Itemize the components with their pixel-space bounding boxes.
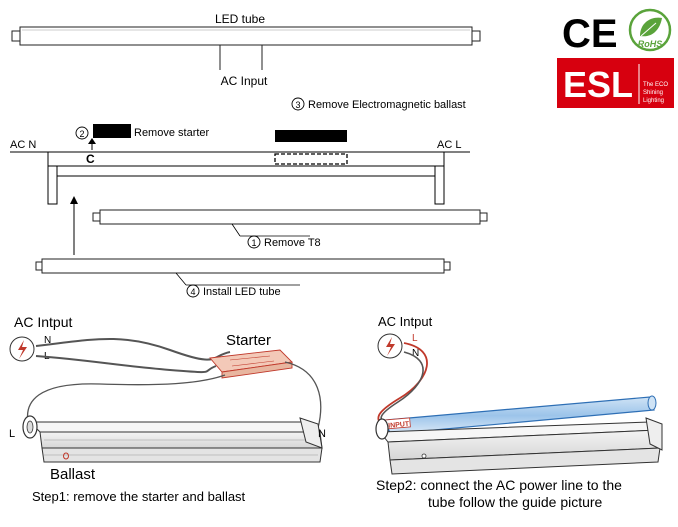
step1-wire-left xyxy=(26,374,226,431)
step3-text: Remove Electromagnetic ballast xyxy=(308,99,466,111)
esl-text: ESL xyxy=(563,64,633,105)
step2-ac-input-label: AC Intput xyxy=(378,314,433,329)
step1-ballast-marker xyxy=(63,452,69,460)
ac-input-connector xyxy=(219,45,263,70)
step1-right-n-label: N xyxy=(318,428,326,440)
step2-caption-line1: Step2: connect the AC power line to the xyxy=(376,477,622,493)
step1-number: 1 xyxy=(251,238,256,248)
step4-callout: 4 Install LED tube xyxy=(186,284,281,298)
step3-callout: 3 Remove Electromagnetic ballast xyxy=(291,97,466,111)
step3-number: 3 xyxy=(295,100,300,110)
step1-left-l-label: L xyxy=(9,428,15,440)
ce-logo: CE xyxy=(562,12,618,56)
esl-logo: ESL The ECO Shining Lighting xyxy=(557,58,674,108)
step1-ac-input-label: AC Intput xyxy=(14,314,72,330)
step2-fixture xyxy=(375,417,663,475)
install-led-tube xyxy=(35,258,451,274)
ce-mark: CE xyxy=(562,12,618,56)
step2-text: Remove starter xyxy=(134,127,210,139)
ac-input-label: AC Input xyxy=(221,74,268,88)
rohs-text: RoHS xyxy=(638,39,663,49)
step1-starter-label: Starter xyxy=(226,332,271,349)
fixture-body xyxy=(10,151,470,205)
step1-wire-l xyxy=(35,355,217,374)
step2-input-label: INPUT xyxy=(388,421,410,430)
ballast-block xyxy=(275,130,347,142)
ac-l-label: AC L xyxy=(437,139,461,151)
step2-l-label: L xyxy=(412,333,418,344)
step1-wire-right xyxy=(284,361,322,429)
step1-callout: 1 Remove T8 xyxy=(247,235,321,249)
top-led-tube xyxy=(11,26,481,46)
step4-number: 4 xyxy=(190,287,195,297)
step1-text: Remove T8 xyxy=(264,237,321,249)
step1-fixture xyxy=(22,415,323,463)
led-tube-label: LED tube xyxy=(215,12,265,26)
step2-ac-source-icon xyxy=(377,333,403,359)
step4-text: Install LED tube xyxy=(203,286,281,298)
up-arrow-icon xyxy=(70,196,78,204)
starter-arrow-icon xyxy=(88,138,96,144)
starter-block xyxy=(93,124,131,138)
ac-n-label: AC N xyxy=(10,139,36,151)
step1-ac-source-icon xyxy=(9,336,35,362)
step1-caption: Step1: remove the starter and ballast xyxy=(32,489,246,504)
rohs-logo: RoHS xyxy=(628,8,672,52)
step2-number: 2 xyxy=(79,129,84,139)
esl-tagline-1: The ECO xyxy=(643,82,668,88)
c-label: C xyxy=(86,152,95,166)
t8-tube xyxy=(92,209,488,225)
step1-wire-n xyxy=(35,338,231,361)
step2-n-label: N xyxy=(412,348,419,359)
step2-callout: 2 Remove starter xyxy=(75,126,210,140)
step2-caption-line2: tube follow the guide picture xyxy=(428,494,603,510)
step1-ballast-label: Ballast xyxy=(50,466,96,483)
esl-tagline-2: Shining xyxy=(643,90,663,96)
esl-tagline-3: Lighting xyxy=(643,98,664,104)
step1-n-label: N xyxy=(44,335,51,346)
step1-starter-box xyxy=(209,349,293,379)
